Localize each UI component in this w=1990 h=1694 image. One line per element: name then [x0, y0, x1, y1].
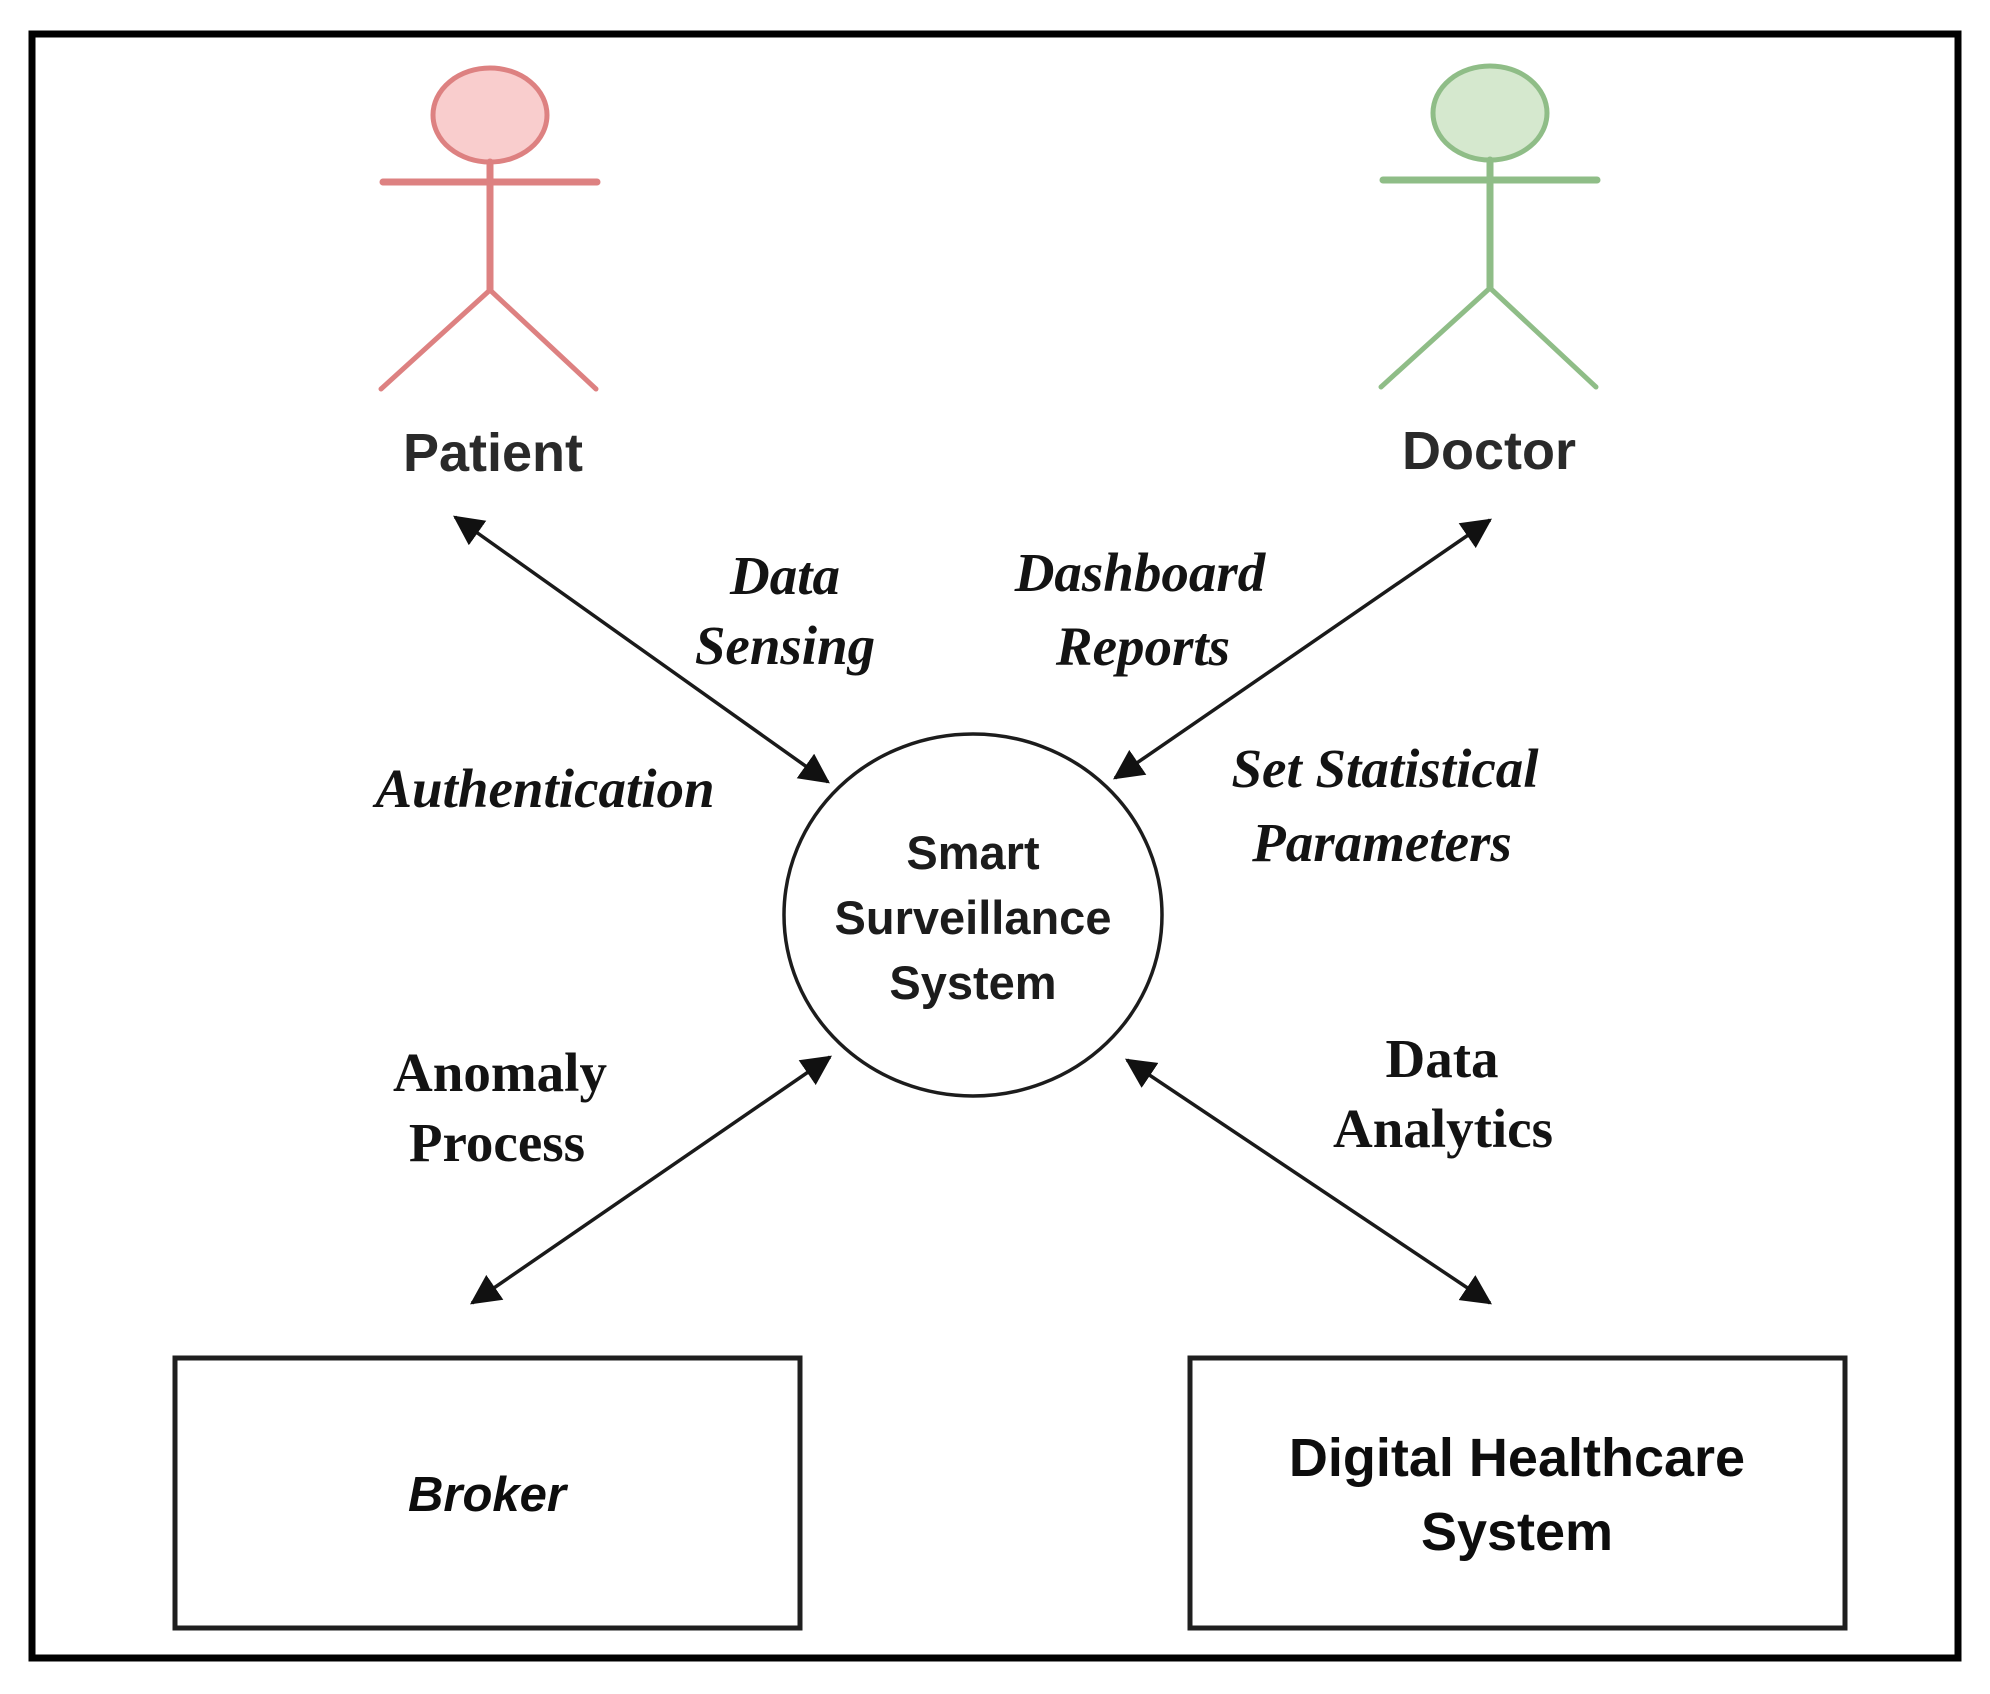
anomaly-process-label: Anomaly Process	[393, 1042, 607, 1173]
arrow-doctor-system	[1113, 518, 1492, 780]
doctor-head	[1430, 63, 1550, 163]
svg-text:System: System	[1421, 1502, 1613, 1562]
doctor-right-leg	[1487, 285, 1599, 390]
patient-actor-icon	[378, 65, 601, 392]
patient-left-leg	[378, 287, 493, 392]
arrow-broker-system	[470, 1055, 832, 1305]
arrow-patient-system	[453, 515, 830, 784]
svg-text:System: System	[889, 956, 1056, 1009]
svg-text:Parameters: Parameters	[1251, 812, 1512, 873]
set-statistical-parameters-label: Set Statistical Parameters	[1231, 738, 1539, 873]
smart-surveillance-system-circle	[782, 732, 1164, 1098]
digital-healthcare-system-label: Digital Healthcare System	[1289, 1428, 1745, 1562]
svg-text:Sensing: Sensing	[695, 615, 875, 676]
svg-text:Smart: Smart	[906, 826, 1040, 879]
patient-right-leg	[487, 287, 599, 392]
svg-text:Set Statistical: Set Statistical	[1231, 738, 1539, 799]
data-analytics-label: Data Analytics	[1333, 1028, 1553, 1159]
broker-label: Broker	[408, 1468, 569, 1522]
svg-text:Reports: Reports	[1055, 616, 1230, 677]
svg-text:Dashboard: Dashboard	[1014, 542, 1267, 603]
svg-text:Digital Healthcare: Digital Healthcare	[1289, 1428, 1745, 1488]
svg-text:Data: Data	[729, 545, 840, 606]
arrow-dhs-system	[1124, 1058, 1493, 1305]
svg-text:Process: Process	[409, 1112, 585, 1173]
data-sensing-label: Data Sensing	[695, 545, 875, 676]
svg-text:Analytics: Analytics	[1333, 1098, 1553, 1159]
doctor-actor-icon	[1378, 63, 1601, 390]
svg-text:Authentication: Authentication	[372, 758, 714, 819]
svg-text:Surveillance: Surveillance	[835, 891, 1112, 944]
doctor-label: Doctor	[1402, 421, 1576, 481]
digital-healthcare-system-node	[1187, 1355, 1848, 1631]
dashboard-reports-label: Dashboard Reports	[1014, 542, 1267, 677]
smart-surveillance-system-label: Smart Surveillance System	[835, 826, 1112, 1009]
svg-text:Data: Data	[1385, 1028, 1498, 1089]
patient-label: Patient	[403, 423, 583, 483]
authentication-label: Authentication	[372, 758, 714, 819]
doctor-left-leg	[1378, 285, 1493, 390]
svg-text:Anomaly: Anomaly	[393, 1042, 607, 1103]
patient-head	[430, 65, 550, 165]
broker-node	[172, 1355, 803, 1631]
